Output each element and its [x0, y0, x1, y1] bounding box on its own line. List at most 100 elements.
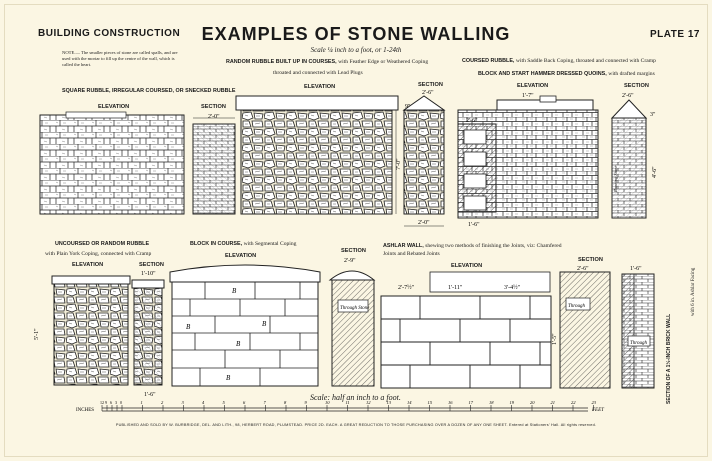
- coursed-rubble-dim-section: 2'-6": [622, 93, 634, 99]
- coursed-rubble-title-bold: COURSED RUBBLE,: [462, 58, 515, 64]
- coursed-rubble-dim-height: 4'-6": [652, 166, 658, 178]
- scale-foot-label: 16: [448, 400, 453, 405]
- square-rubble-section-hatch: [193, 124, 235, 214]
- plate-sheet: [4, 4, 708, 457]
- block-section: [331, 279, 375, 387]
- coursed-rubble-quoin-1: [463, 129, 487, 145]
- plate-number: PLATE 17: [650, 29, 700, 40]
- ashlar-dim-a: 2'-7½": [398, 284, 415, 291]
- scale-foot-label: 21: [551, 400, 556, 405]
- block-section-coping: [328, 270, 376, 281]
- ashlar-dim-height: 1'-5": [552, 333, 558, 345]
- scale-foot-label: 2: [161, 400, 164, 405]
- brick-wall-ashlar-facing: [621, 273, 635, 389]
- uncoursed-elevation: [53, 283, 129, 386]
- scale-caption: Scale: half an inch to a foot.: [310, 393, 401, 402]
- brick-dim-top: 1'-6": [630, 266, 642, 272]
- random-rubble-title: RANDOM RUBBLE BUILT UP IN COURSES, with …: [226, 59, 428, 65]
- scale-inch-label: 3: [115, 400, 117, 405]
- random-rubble-dim-side: 9": [405, 104, 411, 110]
- uncoursed-dim-top: 1'-10": [141, 271, 156, 277]
- spalls-note: NOTE.— The smaller pieces of stone are c…: [62, 50, 178, 67]
- ashlar-elevation: [380, 295, 552, 389]
- coursed-rubble-dim-top: 1'-7": [522, 93, 534, 99]
- random-rubble-elevation-label: ELEVATION: [304, 84, 336, 90]
- uncoursed-rubble-elevation-label: ELEVATION: [72, 262, 104, 268]
- uncoursed-coping: [51, 275, 131, 285]
- scale-foot-label: 8: [284, 400, 287, 405]
- ashlar-dim-c: 3'-4½": [504, 284, 521, 291]
- scale-foot-label: 1: [141, 400, 143, 405]
- scale-foot-label: 22: [571, 400, 576, 405]
- ashlar-title: ASHLAR WALL, shewing two methods of fini…: [383, 242, 563, 258]
- scale-foot-label: 4: [202, 400, 205, 405]
- uncoursed-section-hatch: [134, 288, 162, 385]
- ashlar-elevation-label: ELEVATION: [451, 263, 483, 269]
- square-rubble-elevation-label: ELEVATION: [98, 104, 130, 110]
- scale-foot-label: 23: [592, 400, 597, 405]
- scale-inch-label: 0: [120, 400, 122, 405]
- block-course-title: BLOCK IN COURSE, with Segmental Coping: [190, 241, 296, 247]
- coursed-rubble-section-hatch: [612, 118, 646, 218]
- uncoursed-section-coping: [131, 279, 165, 289]
- scale-inches-label: INCHES: [76, 408, 94, 413]
- scale-bar: [102, 407, 588, 412]
- scale-foot-label: 13: [387, 400, 392, 405]
- ashlar-dim-b: 1'-11": [448, 285, 463, 291]
- block-course-section-label: SECTION: [341, 248, 366, 254]
- coursed-rubble-dim-a: 2'-6": [466, 118, 478, 124]
- block-mark-1: B: [232, 287, 237, 295]
- uncoursed-rubble-subtitle: with Plain York Coping, connected with C…: [45, 251, 152, 257]
- block-coping: [169, 264, 321, 283]
- scale-note: Scale ¼ inch to a foot, or 1-24th: [310, 46, 402, 54]
- coursed-rubble-title-rest: with Saddle Back Coping, throated and co…: [515, 58, 656, 64]
- coursed-rubble-elevation-label: ELEVATION: [517, 83, 549, 89]
- scale-inch-label: 6: [110, 400, 112, 405]
- uncoursed-dim-height: 5'-1": [34, 328, 40, 340]
- coursed-rubble-subtitle-bold: BLOCK AND START HAMMER DRESSED QUOINS,: [478, 71, 607, 77]
- coursed-rubble-section-coping: [610, 99, 648, 119]
- square-rubble-top-stone: [65, 111, 127, 119]
- scale-inch-label: 12: [100, 400, 104, 405]
- block-mark-3: B: [262, 320, 267, 328]
- coursed-rubble-subtitle: BLOCK AND START HAMMER DRESSED QUOINS, w…: [478, 71, 655, 77]
- coursed-rubble-cramp: [539, 95, 557, 103]
- coursed-rubble-section-note: Running Stone: [613, 166, 618, 193]
- random-rubble-subtitle: throated and connected with Lead Plugs: [273, 70, 363, 76]
- uncoursed-dim-bottom: 1'-6": [144, 392, 156, 398]
- block-through-stone: [337, 299, 369, 313]
- coursed-rubble-quoin-4: [463, 195, 487, 211]
- brick-through-stone: [627, 335, 651, 347]
- random-rubble-dim-height: 7'-0": [396, 158, 402, 170]
- random-rubble-section: [403, 109, 445, 215]
- scale-foot-label: 12: [366, 400, 371, 405]
- square-rubble-title: SQUARE RUBBLE, IRREGULAR COURSED, OR SNE…: [62, 88, 236, 94]
- coursed-rubble-quoin-3: [463, 173, 487, 189]
- scale-foot-label: 20: [530, 400, 535, 405]
- scale-foot-label: 14: [407, 400, 412, 405]
- coursed-rubble-dim-side: 3": [650, 112, 656, 118]
- scale-foot-label: 9: [305, 400, 308, 405]
- random-rubble-dim-top: 2'-6": [422, 90, 434, 96]
- scale-foot-label: 7: [264, 400, 267, 405]
- square-rubble-section-label: SECTION: [201, 104, 226, 110]
- scale-foot-label: 11: [346, 400, 350, 405]
- scale-foot-label: 19: [510, 400, 515, 405]
- block-section-note: Through Stone: [340, 306, 370, 311]
- block-course-title-rest: with Segmental Coping: [243, 241, 297, 247]
- square-rubble-dim: 2'-0": [208, 114, 220, 120]
- block-mark-2: B: [186, 323, 191, 331]
- random-rubble-title-bold: RANDOM RUBBLE BUILT UP IN COURSES,: [226, 59, 337, 65]
- scale-foot-label: 6: [243, 400, 246, 405]
- scale-foot-label: 18: [489, 400, 494, 405]
- header-left: BUILDING CONSTRUCTION: [38, 28, 181, 39]
- scale-inch-label: 9: [105, 400, 107, 405]
- ashlar-through-stone: [565, 297, 591, 311]
- coursed-rubble-dim-b: 1'-6": [468, 222, 480, 228]
- ashlar-top-course: [429, 271, 551, 293]
- ashlar-title-rest: shewing two methods of finishing the Joi…: [383, 243, 562, 257]
- scale-foot-label: 17: [469, 400, 474, 405]
- uncoursed-rubble-section-label: SECTION: [139, 262, 164, 268]
- scale-foot-label: 15: [428, 400, 433, 405]
